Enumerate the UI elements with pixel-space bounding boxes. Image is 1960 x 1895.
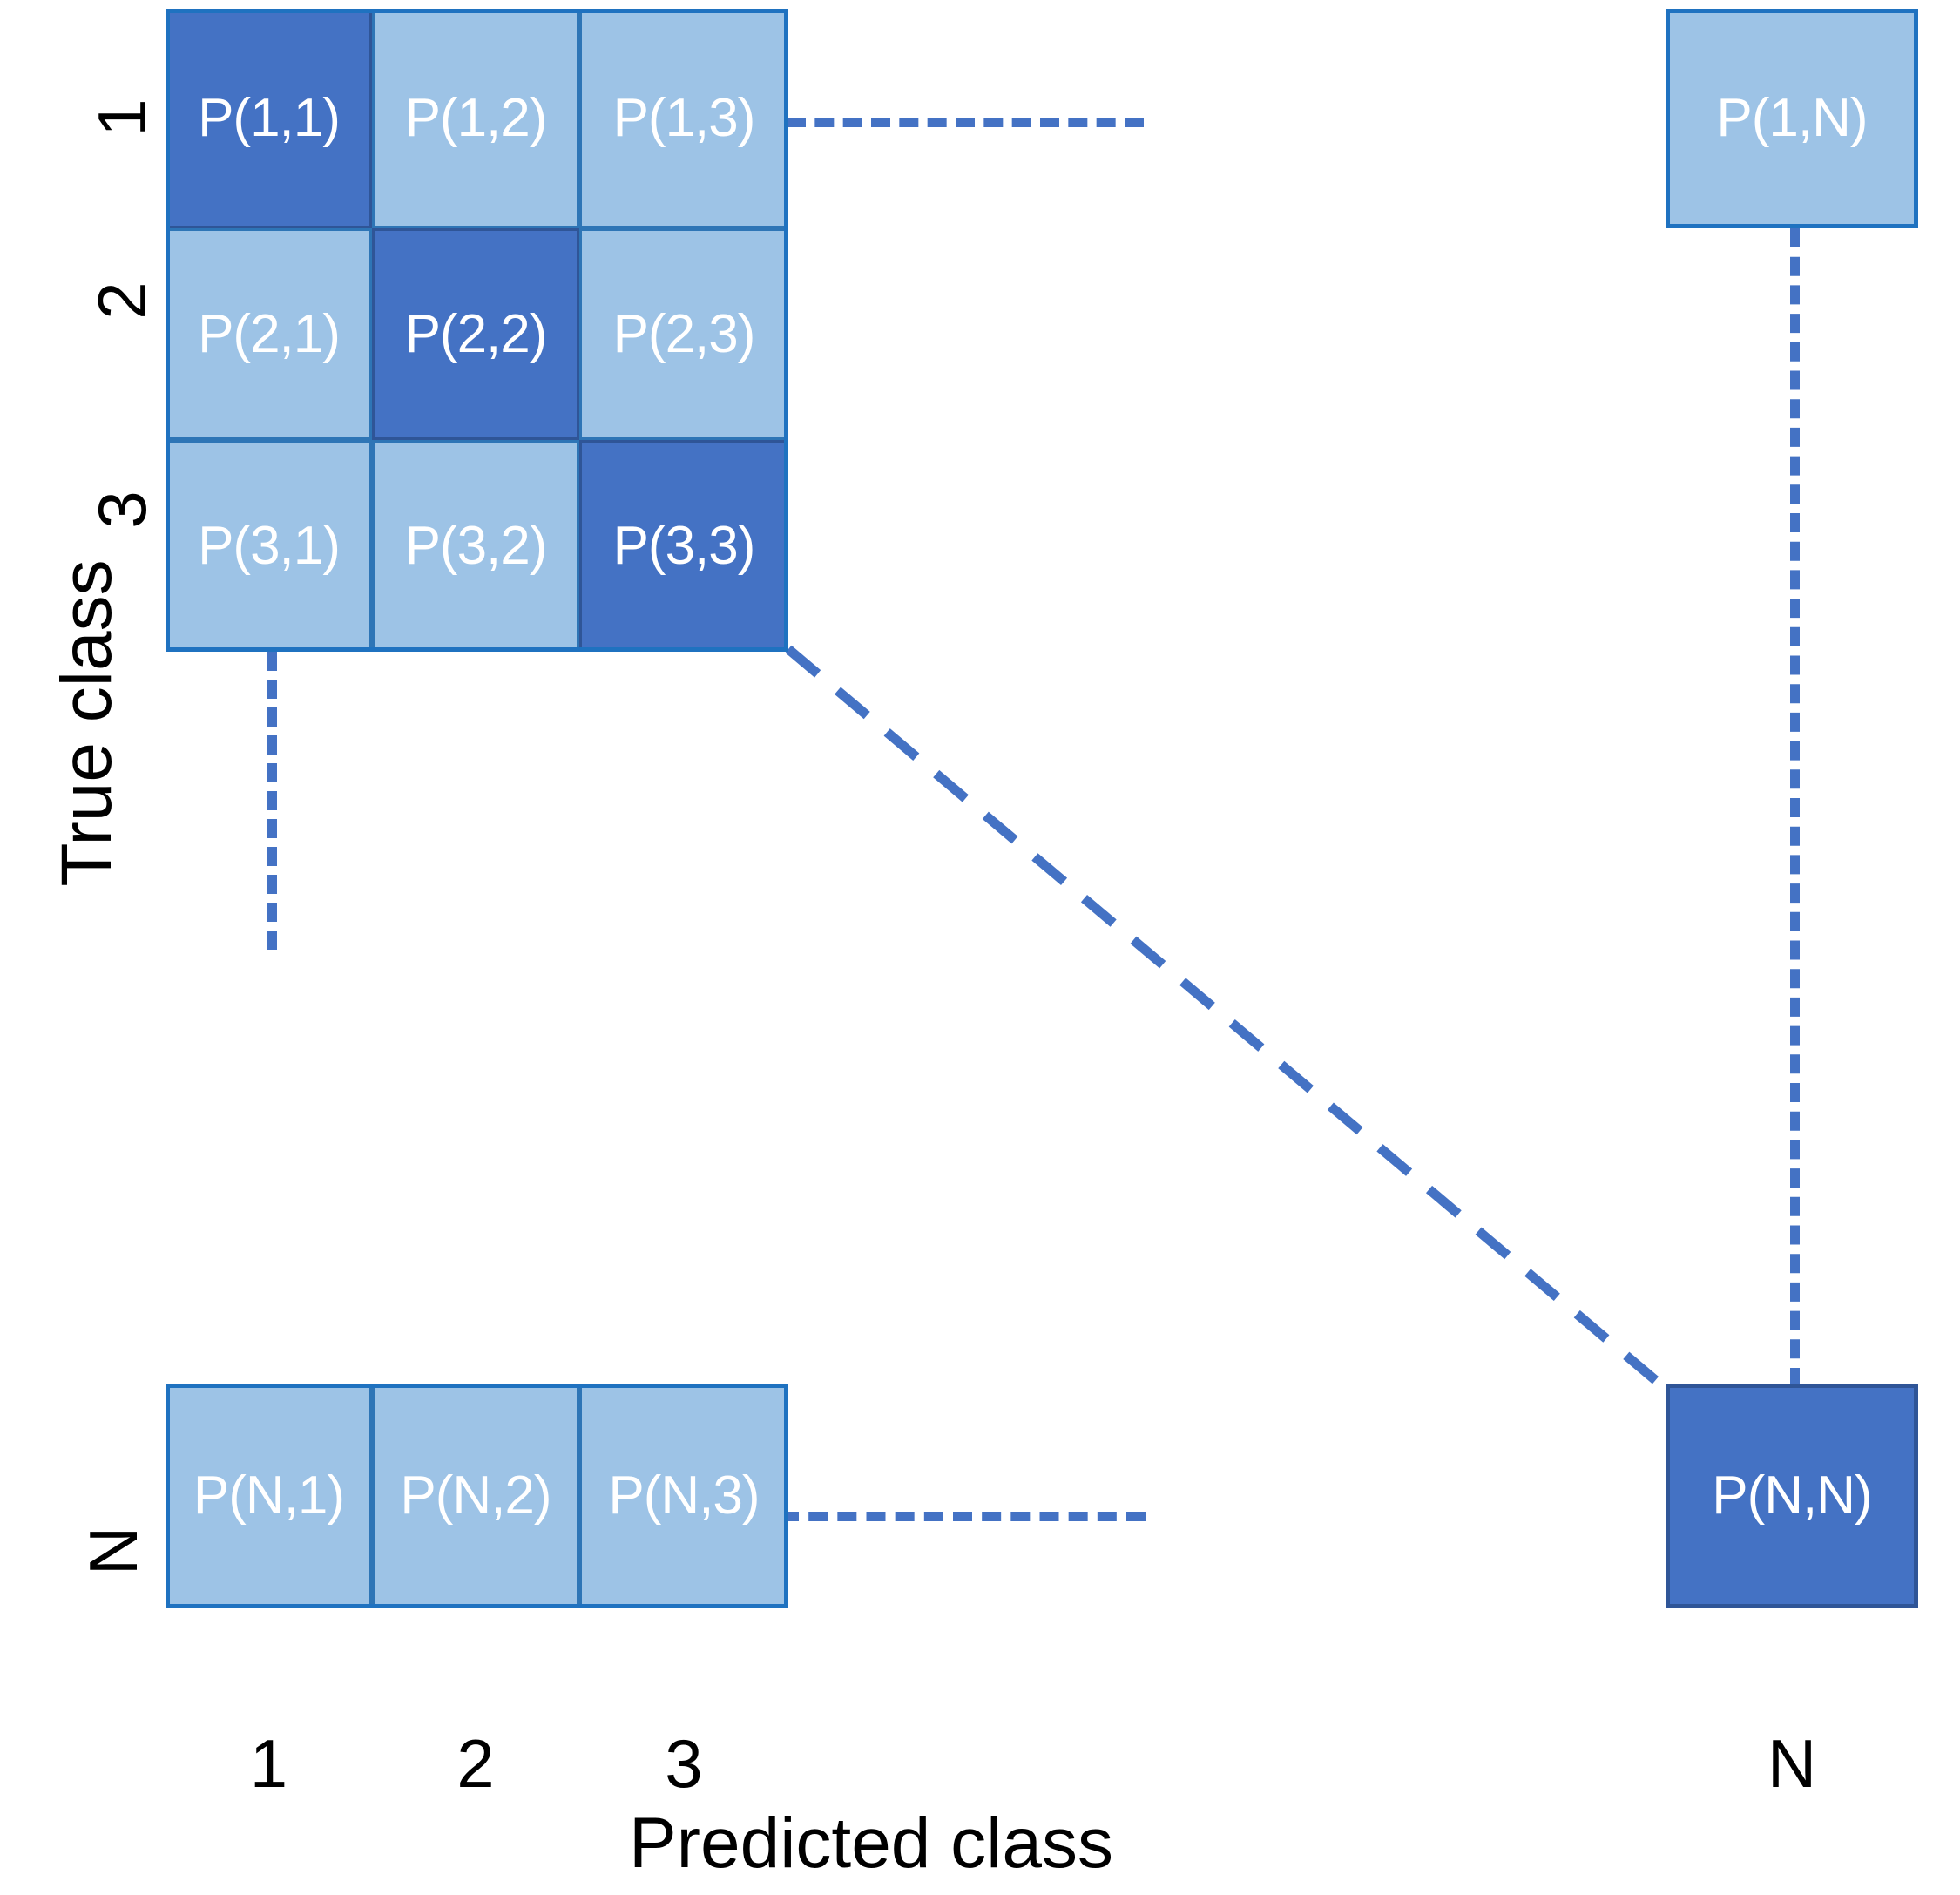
- x-axis-title-text: Predicted class: [628, 1804, 1114, 1883]
- column1-ellipsis-connector: [267, 652, 277, 950]
- matrix-cell-label: P(N,3): [608, 1465, 760, 1526]
- matrix-cell-2-1[interactable]: P(2,1): [166, 228, 372, 440]
- matrix-cell-1-3[interactable]: P(1,3): [579, 9, 788, 228]
- matrix-cell-3-1[interactable]: P(3,1): [166, 440, 372, 652]
- col-tick-label-3: 3: [579, 1729, 788, 1797]
- matrix-cell-label: P(2,2): [404, 303, 548, 364]
- matrix-cell-1-1[interactable]: P(1,1): [166, 9, 372, 228]
- matrix-cell-label: P(3,2): [404, 515, 548, 576]
- col-tick-text: N: [1767, 1725, 1817, 1802]
- matrix-cell-N-N[interactable]: P(N,N): [1666, 1384, 1918, 1608]
- matrix-cell-2-3[interactable]: P(2,3): [579, 228, 788, 440]
- column-n-ellipsis-connector: [1790, 228, 1800, 1387]
- matrix-cell-label: P(3,1): [198, 515, 341, 576]
- row-tick-text: 2: [84, 281, 160, 320]
- matrix-cell-N-1[interactable]: P(N,1): [166, 1384, 372, 1608]
- y-axis-title: True class: [44, 497, 131, 950]
- matrix-cell-label: P(1,3): [612, 88, 756, 148]
- col-tick-label-1: 1: [166, 1729, 372, 1797]
- col-tick-text: 1: [249, 1725, 288, 1802]
- matrix-cell-label: P(N,N): [1712, 1465, 1872, 1526]
- row-tick-label-N: N: [75, 1481, 152, 1621]
- matrix-cell-label: P(1,2): [404, 88, 548, 148]
- rown-ellipsis-connector: [780, 1512, 1146, 1521]
- matrix-cell-label: P(2,3): [612, 303, 756, 364]
- matrix-cell-3-3[interactable]: P(3,3): [579, 440, 788, 652]
- matrix-cell-label: P(N,2): [400, 1465, 551, 1526]
- row1-ellipsis-connector: [787, 118, 1144, 127]
- col-tick-text: 3: [665, 1725, 703, 1802]
- matrix-cell-N-3[interactable]: P(N,3): [579, 1384, 788, 1608]
- matrix-cell-2-2[interactable]: P(2,2): [372, 228, 579, 440]
- row-tick-text: 1: [84, 98, 160, 137]
- matrix-cell-N-2[interactable]: P(N,2): [372, 1384, 579, 1608]
- row-tick-label-2: 2: [84, 231, 160, 370]
- matrix-cell-1-2[interactable]: P(1,2): [372, 9, 579, 228]
- x-axis-title: Predicted class: [558, 1808, 1185, 1879]
- col-tick-text: 2: [456, 1725, 495, 1802]
- matrix-cell-1-N[interactable]: P(1,N): [1666, 9, 1918, 228]
- matrix-cell-label: P(1,1): [198, 88, 341, 148]
- matrix-cell-label: P(1,N): [1716, 88, 1868, 148]
- row-tick-text: N: [75, 1526, 152, 1576]
- col-tick-label-N: N: [1666, 1729, 1918, 1797]
- col-tick-label-2: 2: [372, 1729, 579, 1797]
- matrix-cell-label: P(2,1): [198, 303, 341, 364]
- matrix-cell-label: P(3,3): [612, 515, 756, 576]
- matrix-cell-label: P(N,1): [193, 1465, 345, 1526]
- y-axis-title-text: True class: [47, 559, 126, 887]
- matrix-cell-3-2[interactable]: P(3,2): [372, 440, 579, 652]
- row-tick-label-1: 1: [84, 48, 160, 187]
